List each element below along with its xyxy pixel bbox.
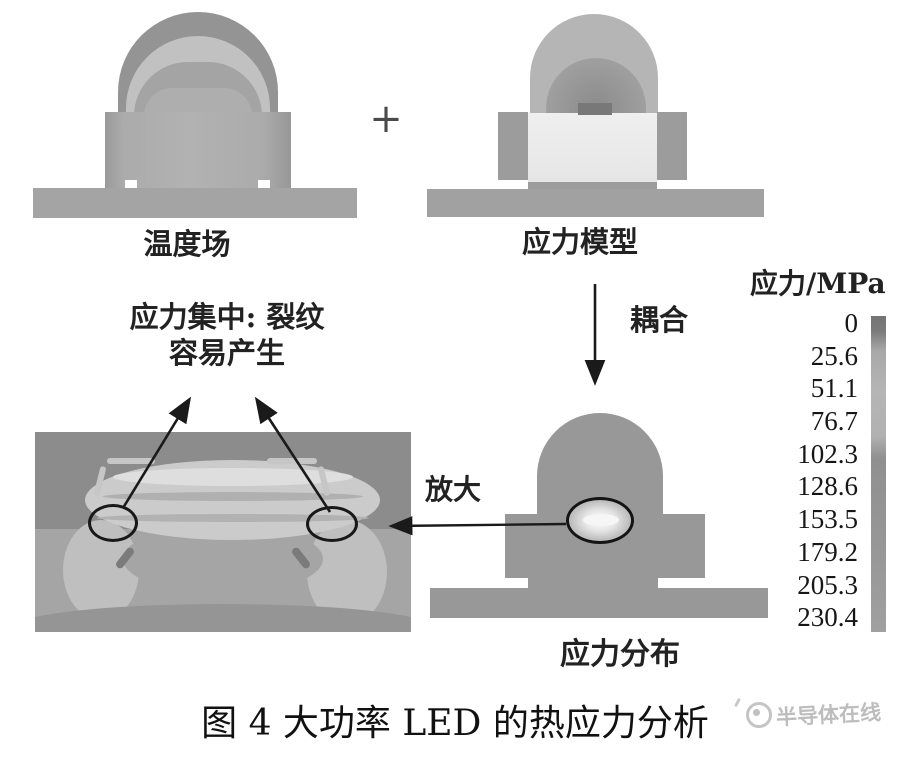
- crack-highlight-circle-right: [306, 506, 358, 542]
- note-line-2: 容易产生: [168, 336, 285, 371]
- led-flange-right: [657, 112, 687, 180]
- package-notch-right: [258, 180, 270, 188]
- colorbar-tick: 179.2: [797, 536, 858, 567]
- colorbar-tick: 0: [844, 308, 859, 338]
- led-dome-contours: [118, 12, 278, 115]
- colorbar-tick: 128.6: [797, 471, 858, 502]
- led-chip: [578, 103, 612, 115]
- figure-caption: 图 4 大功率 LED 的热应力分析: [201, 703, 709, 744]
- coupling-label: 耦合: [630, 303, 689, 337]
- temperature-field-label: 温度场: [143, 227, 231, 261]
- crack-highlight-circle-left: [88, 504, 138, 542]
- colorbar-gradient-bar: [871, 316, 886, 632]
- watermark-text: 半导体在线: [775, 699, 882, 730]
- contour-mark-top-right: [267, 458, 317, 464]
- colorbar-tick: 205.3: [797, 569, 858, 600]
- contour-mark-top-left: [107, 458, 155, 464]
- note-line-1: 应力集中: 裂纹: [129, 300, 325, 334]
- led-flange-left: [498, 112, 528, 180]
- magnify-label: 放大: [425, 473, 482, 506]
- led-pedestal: [528, 182, 657, 189]
- colorbar-tick: 76.7: [810, 406, 858, 437]
- led-pedestal: [528, 578, 658, 588]
- colorbar-tick: 153.5: [797, 504, 858, 535]
- watermark-logo-icon: [746, 702, 772, 728]
- stress-bottom-band: [35, 604, 411, 632]
- led-base-plate: [427, 189, 764, 217]
- lens-streak-1: [103, 492, 363, 501]
- hotspot-circle: [566, 497, 634, 544]
- colorbar-tick: 51.1: [810, 373, 858, 404]
- plus-operator: +: [369, 96, 403, 142]
- led-base-plate: [430, 588, 768, 618]
- colorbar-title: 应力/MPa: [750, 267, 886, 300]
- led-base-plate: [33, 188, 357, 218]
- stress-model-label: 应力模型: [521, 225, 639, 259]
- led-package-body: [105, 112, 291, 188]
- colorbar-tick: 230.4: [797, 602, 858, 633]
- magnified-stress-image: [35, 432, 411, 632]
- lens-streak-2: [97, 514, 369, 522]
- colorbar-tick: 25.6: [810, 340, 858, 371]
- dome-contour-band-3: [144, 88, 252, 115]
- stress-distribution-label: 应力分布: [560, 637, 680, 672]
- colorbar-tick-values: 0 25.6 51.1 76.7 102.3 128.6 153.5 179.2…: [735, 307, 858, 634]
- watermark-logo-dot: [753, 709, 760, 716]
- stress-concentration-note: 应力集中: 裂纹 容易产生: [130, 299, 325, 372]
- hotspot-highlight: [583, 514, 619, 526]
- colorbar-tick: 102.3: [797, 438, 858, 469]
- led-light-body: [528, 113, 657, 182]
- package-notch-left: [125, 180, 137, 188]
- lens-highlight: [113, 468, 353, 486]
- watermark-tick: [734, 697, 741, 708]
